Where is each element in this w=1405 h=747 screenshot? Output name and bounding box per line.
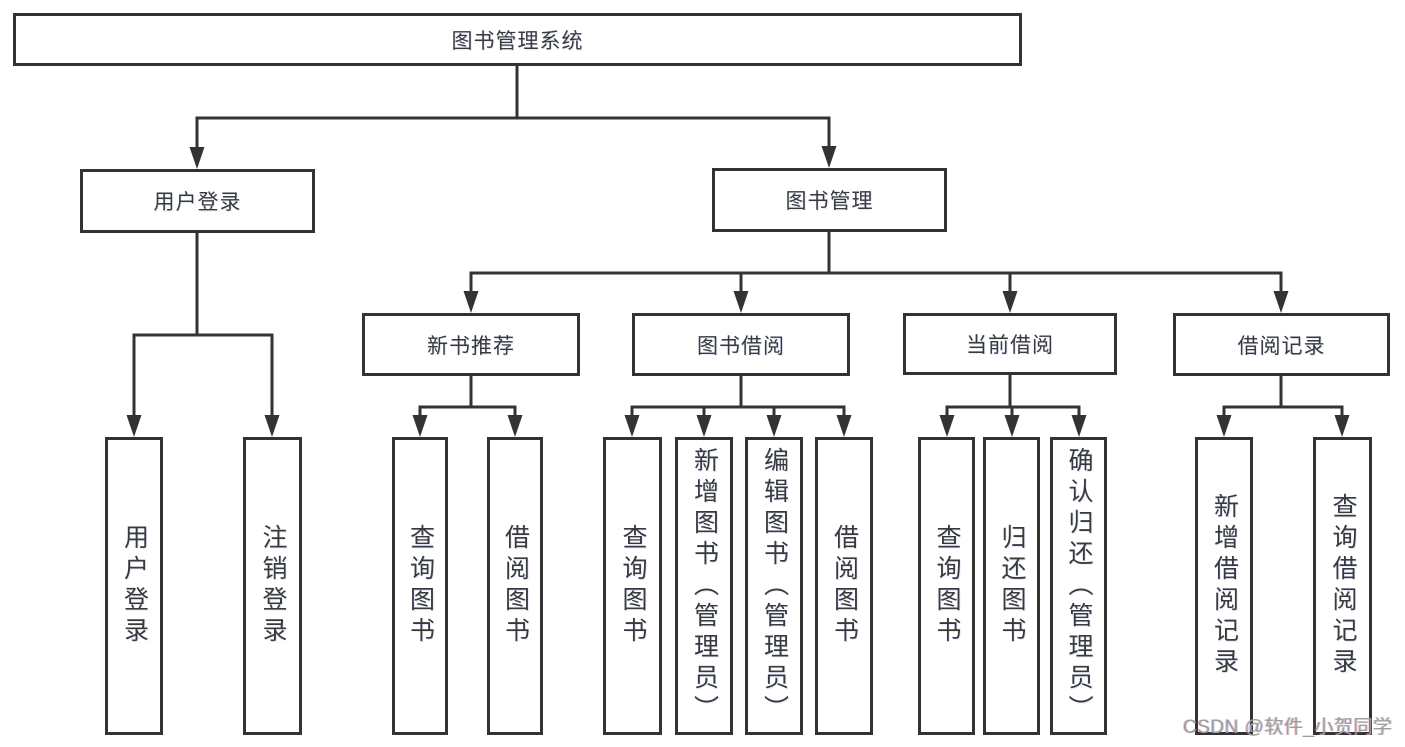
node-label: 用户登录 — [153, 191, 242, 214]
leaf-label: 注销登录 — [259, 524, 287, 648]
node-label: 当前借阅 — [966, 334, 1054, 357]
leaf-label: 查询图书 — [619, 524, 647, 648]
node-label: 图书管理系统 — [451, 29, 584, 53]
leaf-records-query-borrow-record: 查询借阅记录 — [1313, 437, 1372, 735]
leaf-user-login: 用户登录 — [105, 437, 163, 735]
node-library-management-system: 图书管理系统 — [13, 13, 1022, 66]
node-borrowing-records: 借阅记录 — [1173, 313, 1390, 376]
leaf-borrowing-borrow-books: 借阅图书 — [815, 437, 873, 735]
node-label: 新书推荐 — [427, 334, 515, 358]
leaf-borrowing-query-books: 查询图书 — [603, 437, 662, 735]
leaf-label: 新增图书（管理员） — [690, 446, 719, 726]
node-new-book-recommend: 新书推荐 — [362, 313, 580, 376]
leaf-label: 确认归还（管理员） — [1065, 446, 1093, 726]
csdn-watermark: CSDN @软件_小贺同学 — [1183, 717, 1393, 738]
node-book-borrowing: 图书借阅 — [632, 313, 850, 376]
leaf-borrowing-edit-books-admin: 编辑图书（管理员） — [745, 437, 803, 735]
leaf-borrowing-add-books-admin: 新增图书（管理员） — [675, 437, 733, 735]
node-label: 图书借阅 — [697, 334, 785, 358]
leaf-recommend-query-books: 查询图书 — [392, 437, 448, 735]
leaf-label: 用户登录 — [120, 524, 149, 648]
leaf-label: 查询借阅记录 — [1329, 493, 1357, 679]
leaf-label: 借阅图书 — [501, 524, 530, 648]
leaf-recommend-borrow-books: 借阅图书 — [487, 437, 543, 735]
leaf-label: 归还图书 — [998, 524, 1026, 648]
leaf-records-add-borrow-record: 新增借阅记录 — [1195, 437, 1253, 735]
leaf-label: 新增借阅记录 — [1210, 493, 1239, 679]
node-label: 图书管理 — [785, 190, 874, 213]
leaf-label: 编辑图书（管理员） — [760, 446, 789, 726]
leaf-label: 借阅图书 — [830, 524, 859, 648]
leaf-logout: 注销登录 — [243, 437, 302, 735]
leaf-label: 查询图书 — [406, 524, 435, 648]
leaf-label: 查询图书 — [933, 524, 961, 648]
node-user-login: 用户登录 — [80, 169, 315, 233]
node-book-management: 图书管理 — [712, 168, 947, 232]
leaf-current-query-books: 查询图书 — [918, 437, 975, 735]
node-label: 借阅记录 — [1237, 334, 1326, 358]
node-current-borrowing: 当前借阅 — [903, 313, 1117, 375]
leaf-current-return-books: 归还图书 — [983, 437, 1040, 735]
leaf-current-confirm-return-admin: 确认归还（管理员） — [1050, 437, 1107, 735]
